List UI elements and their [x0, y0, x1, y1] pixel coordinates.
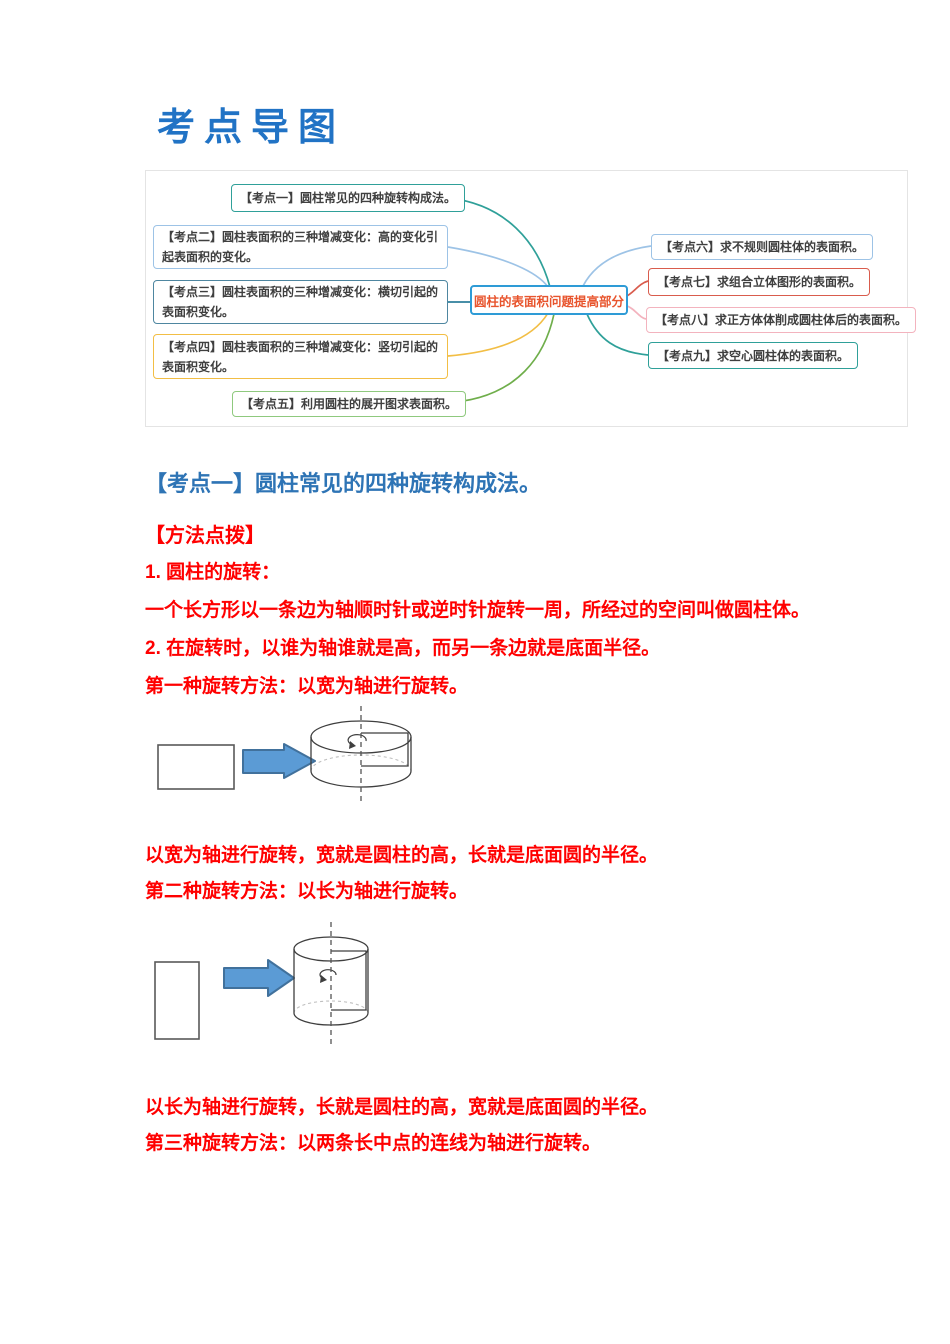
- connector-kaodian6: [582, 245, 652, 287]
- cylinder-hidden-rim: [293, 1000, 369, 1014]
- mindmap-node-kaodian3: 【考点三】圆柱表面积的三种增减变化：横切引起的表面积变化。: [153, 280, 448, 324]
- paragraph-method-three: 第三种旋转方法：以两条长中点的连线为轴进行旋转。: [145, 1133, 602, 1154]
- connector-kaodian2: [447, 246, 549, 288]
- cylinder-bottom-rim: [310, 770, 412, 788]
- transform-arrow-icon: [242, 743, 316, 779]
- paragraph-method-one: 第一种旋转方法：以宽为轴进行旋转。: [145, 676, 469, 697]
- spin-arrowhead-icon: [349, 741, 356, 749]
- spin-arrow-icon: [347, 734, 367, 746]
- rotating-rectangle-half: [331, 950, 367, 1011]
- mindmap-node-kaodian8: 【考点八】求正方体体削成圆柱体后的表面积。: [646, 307, 917, 333]
- spin-arrowhead-icon: [320, 975, 327, 983]
- rotating-rectangle-half: [361, 732, 409, 767]
- section-heading: 【考点一】圆柱常见的四种旋转构成法。: [145, 471, 542, 496]
- paragraph-method-two: 第二种旋转方法：以长为轴进行旋转。: [145, 881, 469, 902]
- mindmap-panel: 【考点一】圆柱常见的四种旋转构成法。 【考点二】圆柱表面积的三种增减变化：高的变…: [145, 170, 917, 427]
- cylinder-tall: [293, 922, 369, 1048]
- diagram-rotate-around-width: [157, 706, 412, 802]
- paragraph-length-axis-result: 以长为轴进行旋转，长就是圆柱的高，宽就是底面圆的半径。: [145, 1097, 659, 1118]
- page-title: 考点导图: [157, 104, 346, 149]
- connector-kaodian1: [447, 197, 551, 288]
- source-rectangle-portrait: [154, 961, 200, 1040]
- mindmap-node-kaodian5: 【考点五】利用圆柱的展开图求表面积。: [232, 391, 467, 417]
- method-title: 【方法点拨】: [145, 525, 265, 547]
- transform-arrow-icon: [223, 959, 295, 997]
- mindmap-node-kaodian4: 【考点四】圆柱表面积的三种增减变化：竖切引起的表面积变化。: [153, 334, 448, 379]
- mindmap-node-kaodian7: 【考点七】求组合立体图形的表面积。: [648, 268, 871, 296]
- mindmap-node-kaodian9: 【考点九】求空心圆柱体的表面积。: [648, 342, 859, 369]
- source-rectangle-landscape: [157, 744, 235, 790]
- connector-kaodian9: [586, 313, 649, 356]
- mindmap-node-kaodian2: 【考点二】圆柱表面积的三种增减变化：高的变化引起表面积的变化。: [153, 225, 448, 269]
- paragraph-rotation-2: 2. 在旋转时，以谁为轴谁就是高，而另一条边就是底面半径。: [145, 638, 661, 659]
- connector-kaodian5: [442, 313, 555, 404]
- cylinder-short-wide: [310, 706, 412, 802]
- connector-kaodian7: [624, 280, 649, 298]
- diagram-rotate-around-length: [154, 922, 369, 1048]
- mindmap-node-kaodian6: 【考点六】求不规则圆柱体的表面积。: [651, 234, 874, 260]
- connector-kaodian8: [624, 304, 647, 320]
- mindmap-node-kaodian1: 【考点一】圆柱常见的四种旋转构成法。: [231, 184, 466, 212]
- mindmap-center-node: 圆柱的表面积问题提高部分: [470, 285, 628, 315]
- paragraph-width-axis-result: 以宽为轴进行旋转，宽就是圆柱的高，长就是底面圆的半径。: [145, 845, 659, 866]
- mindmap-connector-lines: [442, 197, 652, 404]
- connector-kaodian4: [447, 312, 549, 357]
- paragraph-rotation-1: 1. 圆柱的旋转：: [145, 562, 281, 583]
- paragraph-rotation-definition: 一个长方形以一条边为轴顺时针或逆时针旋转一周，所经过的空间叫做圆柱体。: [145, 600, 811, 621]
